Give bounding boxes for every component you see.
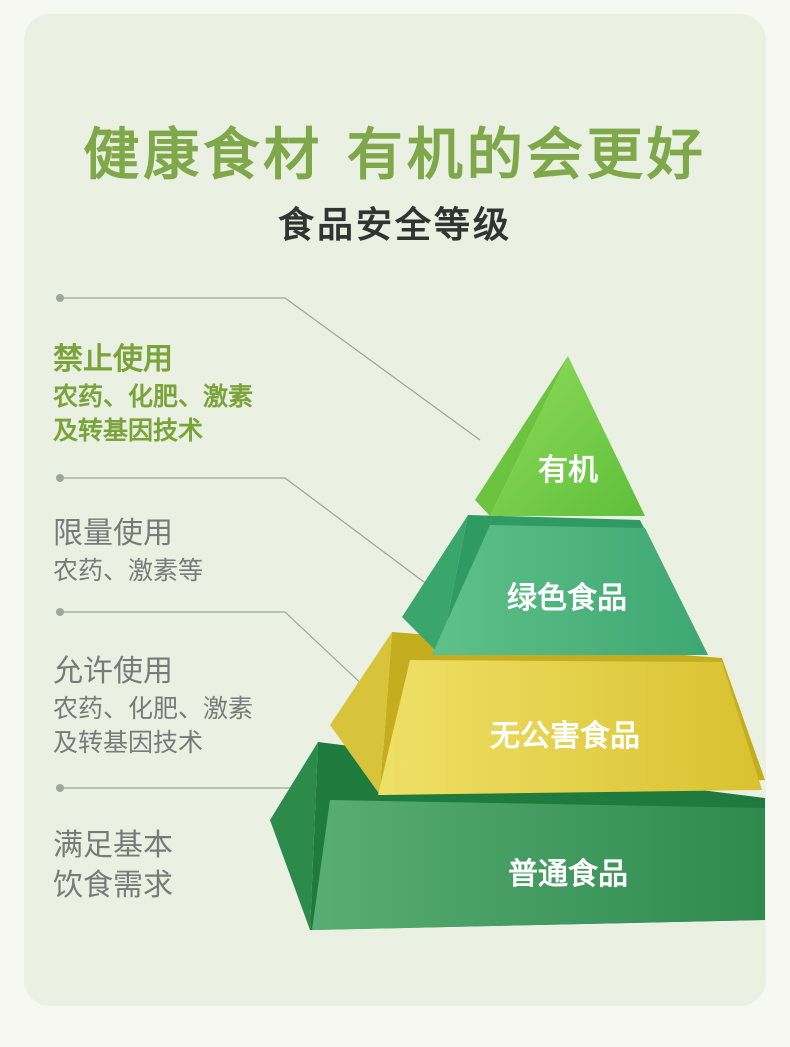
connector-lines — [56, 294, 481, 792]
tier-green: 绿色食品 — [402, 515, 708, 655]
desc-green-food-line-1: 农药、激素等 — [53, 556, 204, 585]
desc-pollution-free-line-2: 及转基因技术 — [53, 728, 204, 757]
page-subtitle: 食品安全等级 — [277, 205, 512, 246]
tier-base-label: 普通食品 — [508, 857, 628, 892]
desc-organic: 禁止使用 农药、化肥、激素 及转基因技术 — [53, 340, 253, 448]
desc-organic-line-1: 农药、化肥、激素 — [53, 382, 254, 411]
desc-organic-heading: 禁止使用 — [53, 342, 173, 377]
desc-organic-line-2: 及转基因技术 — [53, 416, 204, 445]
desc-pollution-free-heading: 允许使用 — [53, 654, 173, 689]
tier-top: 有机 — [475, 356, 645, 516]
desc-pollution-free-line-1: 农药、化肥、激素 — [53, 694, 254, 723]
desc-green-food-heading: 限量使用 — [53, 516, 173, 551]
connector-line-2 — [60, 477, 429, 586]
desc-ordinary: 满足基本 饮食需求 — [53, 826, 173, 906]
tier-green-label: 绿色食品 — [507, 581, 627, 616]
desc-green-food: 限量使用 农药、激素等 — [53, 514, 203, 588]
tier-top-label: 有机 — [538, 453, 598, 488]
desc-ordinary-line-1: 饮食需求 — [53, 868, 173, 903]
tier-yellow-label: 无公害食品 — [490, 719, 640, 754]
page-title: 健康食材 有机的会更好 — [83, 123, 707, 188]
desc-pollution-free: 允许使用 农药、化肥、激素 及转基因技术 — [53, 652, 253, 760]
connector-line-1 — [60, 297, 481, 441]
tier-yellow: 无公害食品 — [330, 632, 765, 795]
connector-line-3 — [60, 611, 369, 691]
desc-ordinary-heading: 满足基本 — [53, 828, 173, 863]
